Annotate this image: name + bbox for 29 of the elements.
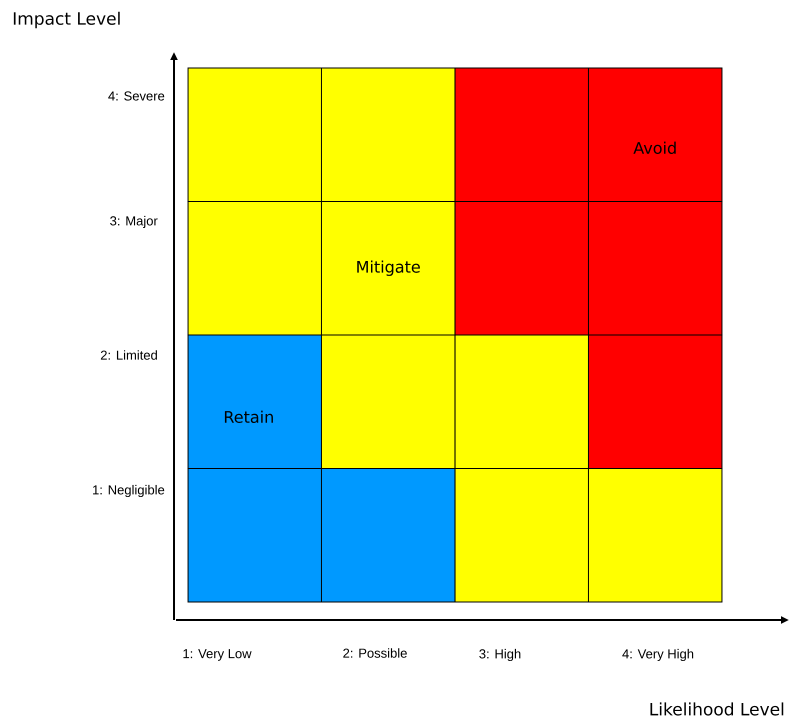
matrix-cell [588, 200, 722, 336]
axis-tick-label: 3: High [479, 648, 520, 662]
axis-tick-label: 2: Limited [100, 350, 157, 360]
matrix-cell [454, 468, 590, 602]
matrix-cell [188, 68, 322, 202]
matrix-cell [454, 68, 590, 202]
matrix-cell [320, 200, 456, 336]
cell-label: Retain [224, 410, 273, 423]
axis-tick-label: 1: Negligible [93, 484, 164, 498]
matrix-cell [588, 334, 722, 470]
axis-tick-label: 2: Possible [343, 648, 407, 658]
matrix-cell [188, 334, 322, 470]
axis-tick-label: 3: Major [110, 216, 158, 228]
matrix-cell [588, 468, 722, 602]
axis-tick-label: 4: Severe [108, 91, 164, 101]
matrix-cell [588, 68, 722, 202]
matrix-cell [188, 468, 322, 602]
cell-label: Avoid [633, 142, 676, 154]
axis-title: Likelihood Level [650, 702, 784, 716]
matrix-cell [320, 468, 456, 602]
axis-title: Impact Level [14, 12, 120, 28]
axis-tick-label: 1: Very Low [183, 649, 252, 661]
matrix-cell [454, 334, 590, 470]
cell-label: Mitigate [357, 260, 420, 276]
axis-tick-label: 4: Very High [622, 648, 694, 662]
matrix-cell [188, 200, 322, 336]
matrix-cell [320, 68, 456, 202]
matrix-cell [454, 200, 590, 336]
matrix-cell [320, 334, 456, 470]
